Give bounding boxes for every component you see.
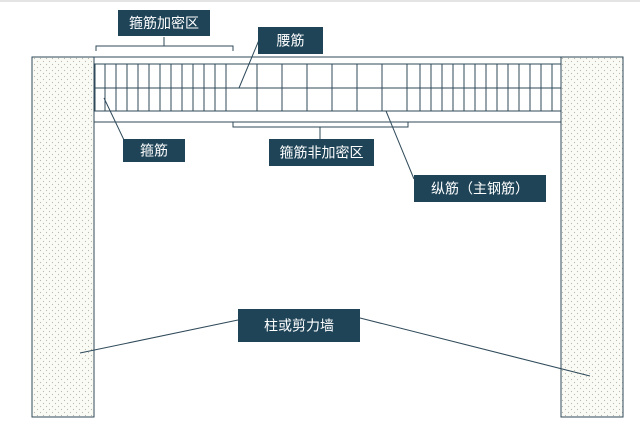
label-longitudinal-bar: 纵筋（主钢筋）: [414, 175, 546, 202]
label-column-or-shear-wall-text: 柱或剪力墙: [264, 319, 334, 335]
label-stirrup-dense-zone: 箍筋加密区: [118, 10, 210, 36]
stirrup-leader: [103, 97, 125, 141]
label-stirrup-dense-zone-text: 箍筋加密区: [129, 15, 199, 32]
label-longitudinal-bar-text: 纵筋（主钢筋）: [431, 181, 529, 198]
label-stirrup-text: 箍筋: [140, 143, 168, 160]
column-leader-left: [79, 319, 239, 354]
waist-bar-leader: [238, 39, 260, 89]
label-column-or-shear-wall: 柱或剪力墙: [238, 309, 360, 342]
dense-zone-bracket: [95, 45, 234, 51]
label-stirrup: 箍筋: [123, 139, 185, 162]
left-column: [31, 56, 95, 418]
column-leader-right: [359, 317, 591, 377]
stirrup-lines: [104, 64, 553, 111]
label-waist-bar-text: 腰筋: [277, 33, 305, 50]
label-stirrup-non-dense-zone: 箍筋非加密区: [269, 139, 374, 166]
longitudinal-bar-leader: [385, 110, 415, 180]
non-dense-zone-bracket: [232, 122, 409, 128]
reinforcement-cage: [94, 63, 562, 112]
label-stirrup-non-dense-zone-text: 箍筋非加密区: [280, 145, 364, 162]
right-column: [560, 56, 624, 418]
label-waist-bar: 腰筋: [258, 27, 323, 54]
